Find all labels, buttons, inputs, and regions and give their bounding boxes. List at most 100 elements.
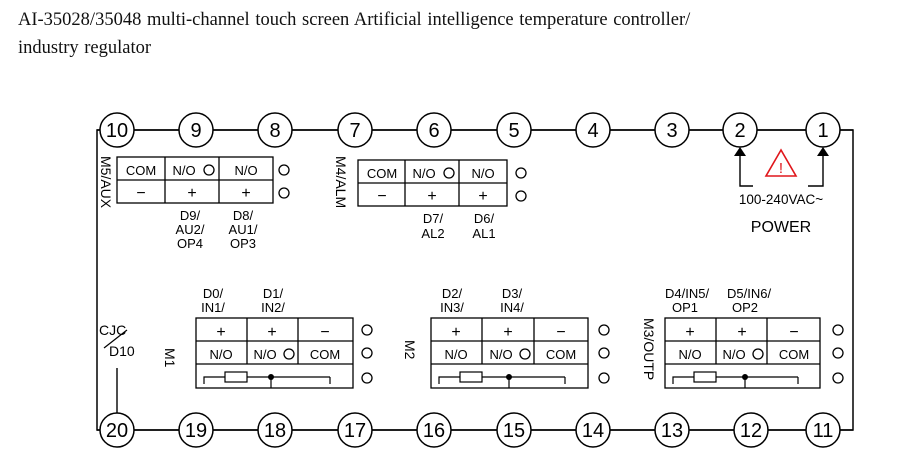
m4-plus-label: +: [427, 188, 436, 205]
m2-in4-label: IN4/: [500, 300, 524, 315]
m5-plus-label: +: [187, 185, 196, 202]
terminal-label: 11: [813, 420, 834, 442]
m1-label: M1: [162, 348, 178, 368]
m5-plus-label: +: [241, 185, 250, 202]
m5-op3-label: OP3: [230, 236, 256, 251]
m1-in1-label: IN1/: [201, 300, 225, 315]
terminal-15[interactable]: 15: [496, 412, 532, 448]
m5-minus-label: −: [136, 185, 145, 202]
terminal-label: 10: [106, 120, 128, 142]
d10-label: D10: [109, 343, 135, 359]
m4-no-label: N/O: [412, 166, 435, 181]
m3-minus-label: −: [789, 324, 798, 341]
terminal-7[interactable]: 7: [337, 112, 373, 148]
m5-label: M5/AUX: [98, 156, 114, 209]
m3-d5-label: D5/IN6/: [727, 286, 771, 301]
title-line-1: AI-35028/35048 multi-channel touch scree…: [18, 10, 691, 30]
m4-d7-label: D7/: [423, 211, 444, 226]
terminal-11[interactable]: 11: [805, 412, 841, 448]
m3-com-label: COM: [779, 347, 809, 362]
terminal-3[interactable]: 3: [654, 112, 690, 148]
power-line-right: [808, 150, 824, 187]
m3-plus-label: +: [737, 324, 746, 341]
m2-contact-circle: [519, 348, 531, 360]
m1-no-label: N/O: [209, 347, 232, 362]
terminal-13[interactable]: 13: [654, 412, 690, 448]
m4-alm-module: M4/ALM COM N/O N/O − + + D7/ AL2 D6/ AL1: [333, 156, 527, 241]
m4-com-label: COM: [367, 166, 397, 181]
m4-minus-label: −: [377, 188, 386, 205]
m5-op4-label: OP4: [177, 236, 203, 251]
terminal-9[interactable]: 9: [178, 112, 214, 148]
m1-d0-label: D0/: [203, 286, 224, 301]
m2-label: M2: [402, 340, 418, 360]
terminal-label: 7: [349, 120, 360, 142]
terminal-19[interactable]: 19: [178, 412, 214, 448]
m3-no-label: N/O: [678, 347, 701, 362]
m1-led-3: [361, 372, 373, 384]
terminal-label: 5: [508, 120, 519, 142]
top-terminals: 10 9 8 7 6 5 4 3 2 1: [99, 112, 841, 148]
cjc-label: CJC: [99, 322, 126, 338]
m4-plus-label: +: [478, 188, 487, 205]
m3-sensor-symbol: [672, 371, 799, 388]
page-title: AI-35028/35048 multi-channel touch scree…: [18, 6, 888, 62]
terminal-18[interactable]: 18: [257, 412, 293, 448]
m1-plus-label: +: [267, 324, 276, 341]
m1-in2-label: IN2/: [261, 300, 285, 315]
m1-d1-label: D1/: [263, 286, 284, 301]
terminal-14[interactable]: 14: [575, 412, 611, 448]
m5-d8-label: D8/: [233, 208, 254, 223]
terminal-label: 16: [423, 420, 445, 442]
terminal-10[interactable]: 10: [99, 112, 135, 148]
m2-minus-label: −: [556, 324, 565, 341]
m3-label: M3/OUTP: [641, 318, 657, 380]
terminal-4[interactable]: 4: [575, 112, 611, 148]
bottom-terminals: 20 19 18 17 16 15 14 13 12 11: [99, 412, 841, 448]
terminal-6[interactable]: 6: [416, 112, 452, 148]
m2-led-3: [598, 372, 610, 384]
power-line-left: [739, 150, 753, 187]
m2-d2-label: D2/: [442, 286, 463, 301]
terminal-label: 2: [734, 120, 745, 142]
m3-plus-label: +: [685, 324, 694, 341]
terminal-5[interactable]: 5: [496, 112, 532, 148]
m1-sensor-symbol: [203, 371, 331, 388]
m4-label: M4/ALM: [333, 156, 349, 208]
m5-no-label: N/O: [172, 163, 195, 178]
m5-au2-label: AU2/: [176, 222, 205, 237]
terminal-12[interactable]: 12: [733, 412, 769, 448]
m2-module: M2 D2/ IN3/ D3/ IN4/ + + − N/O N/O COM: [402, 286, 610, 389]
terminal-label: 18: [264, 420, 286, 442]
m4-contact-circle: [443, 167, 455, 179]
terminal-label: 14: [582, 420, 604, 442]
terminal-17[interactable]: 17: [337, 412, 373, 448]
m1-com-label: COM: [310, 347, 340, 362]
terminal-label: 4: [587, 120, 598, 142]
m1-module: M1 D0/ IN1/ D1/ IN2/ + + − N/O N/O COM: [162, 286, 373, 389]
terminal-label: 1: [817, 120, 828, 142]
terminal-16[interactable]: 16: [416, 412, 452, 448]
m2-com-label: COM: [546, 347, 576, 362]
m2-plus-label: +: [451, 324, 460, 341]
terminal-label: 17: [344, 420, 366, 442]
terminal-20[interactable]: 20: [99, 412, 135, 448]
cjc-divider: [103, 329, 128, 349]
title-line-2: industry regulator: [18, 38, 152, 58]
m4-d6-label: D6/: [474, 211, 495, 226]
terminal-label: 19: [185, 420, 207, 442]
terminal-2[interactable]: 2: [722, 112, 758, 148]
m5-led-1: [278, 164, 290, 176]
m3-terminal-block: [664, 317, 821, 389]
m3-outp-module: M3/OUTP D4/IN5/ OP1 D5/IN6/ OP2 + + − N/…: [641, 286, 844, 389]
arrow-up-icon: [734, 147, 746, 156]
m5-no-label: N/O: [234, 163, 257, 178]
terminal-label: 9: [190, 120, 201, 142]
terminal-8[interactable]: 8: [257, 112, 293, 148]
power-voltage: 100-240VAC~: [739, 192, 823, 207]
m2-in3-label: IN3/: [440, 300, 464, 315]
m1-minus-label: −: [320, 324, 329, 341]
power-section: ! 100-240VAC~ POWER: [734, 147, 829, 236]
terminal-1[interactable]: 1: [805, 112, 841, 148]
